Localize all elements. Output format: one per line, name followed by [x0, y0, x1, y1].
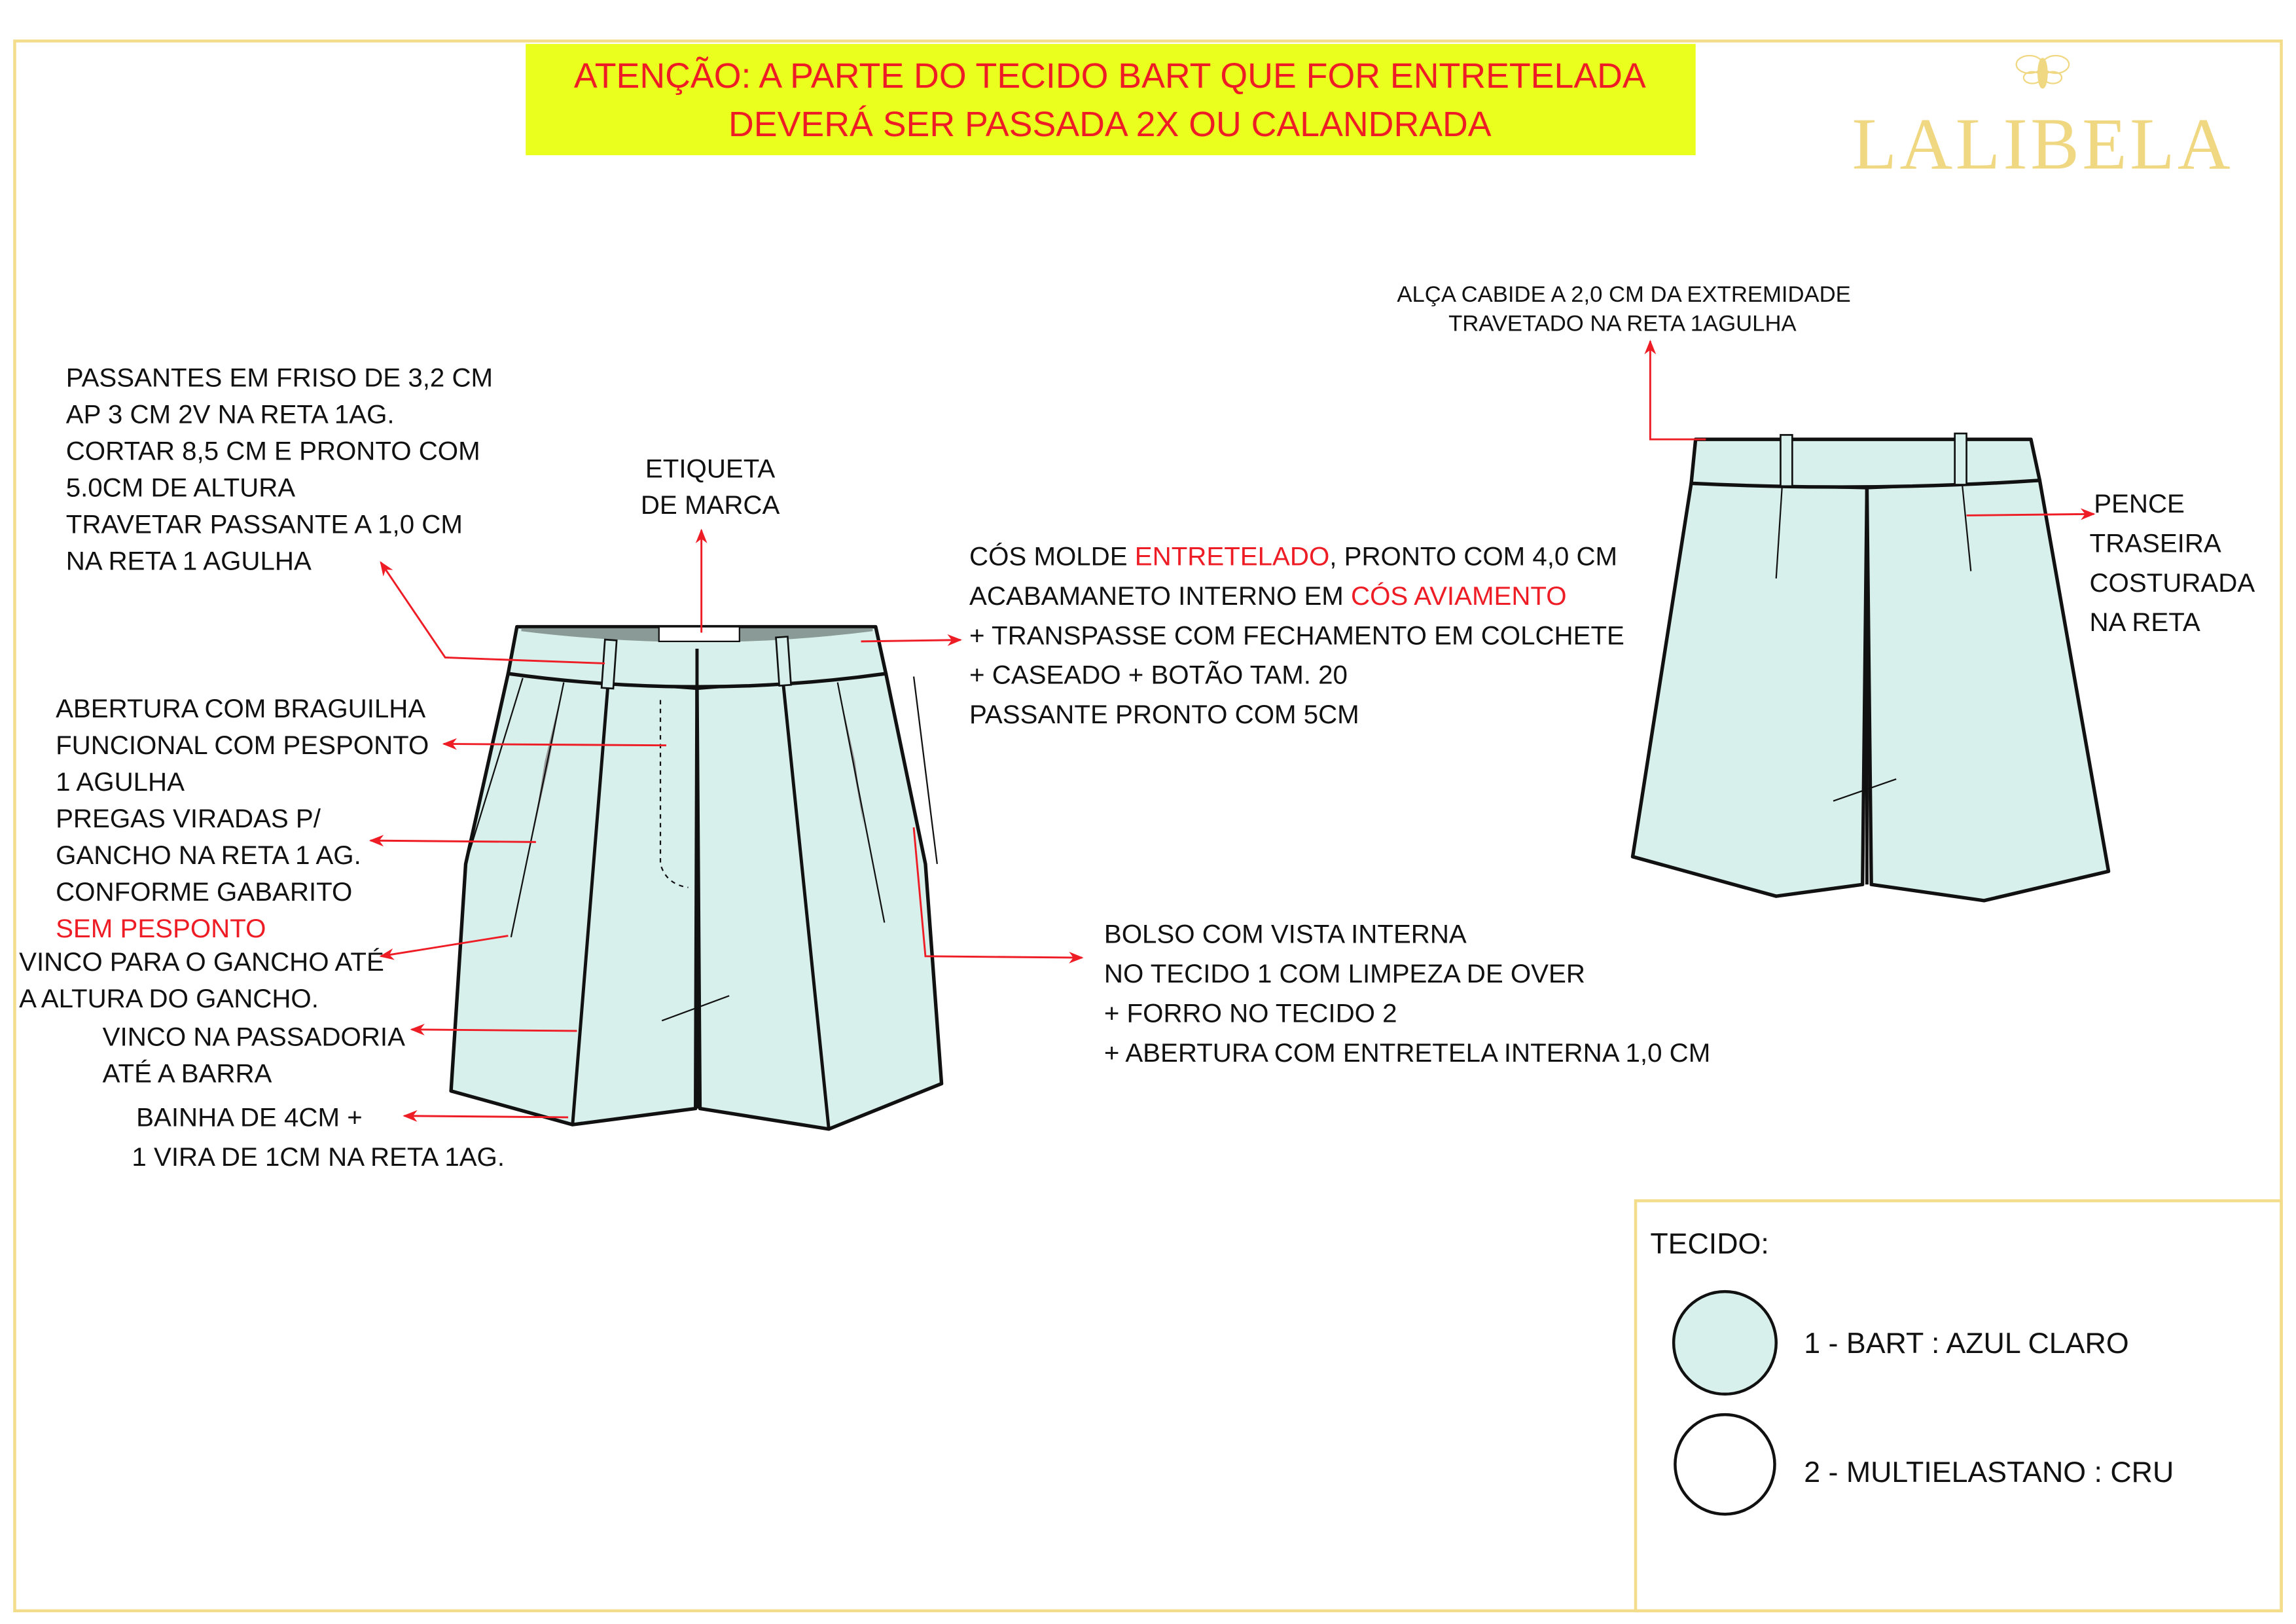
svg-text:+ CASEADO + BOTÃO TAM. 20: + CASEADO + BOTÃO TAM. 20: [969, 660, 1348, 690]
warning-line-1: ATENÇÃO: A PARTE DO TECIDO BART QUE FOR …: [574, 56, 1646, 96]
svg-text:SEM PESPONTO: SEM PESPONTO: [56, 914, 266, 943]
svg-text:1 AGULHA: 1 AGULHA: [56, 767, 185, 797]
svg-text:+ ABERTURA COM ENTRETELA IN: + ABERTURA COM ENTRETELA INTERNA 1,0 CM: [1104, 1038, 1710, 1068]
svg-text:TRAVETAR PASSANTE A 1,0 CM: TRAVETAR PASSANTE A 1,0 CM: [66, 509, 463, 539]
note-abertura: ABERTURA COM BRAGUILHA FUNCIONAL COM PES…: [56, 694, 429, 943]
svg-text:TRAVETADO NA RETA 1AGULHA: TRAVETADO NA RETA 1AGULHA: [1448, 312, 1797, 336]
svg-text:ATÉ A BARRA: ATÉ A BARRA: [103, 1058, 272, 1088]
svg-text:NO TECIDO 1 COM LIMPEZA DE OVE: NO TECIDO 1 COM LIMPEZA DE OVER: [1104, 959, 1585, 988]
svg-text:+ TRANSPASSE COM FECHAMENTO EM: + TRANSPASSE COM FECHAMENTO EM COLCHETE: [969, 621, 1624, 650]
svg-text:VINCO NA PASSADORIA: VINCO NA PASSADORIA: [103, 1022, 405, 1051]
note-pence: PENCE TRASEIRA COSTURADA NA RETA: [2089, 489, 2255, 637]
svg-text:NA RETA 1 AGULHA: NA RETA 1 AGULHA: [66, 546, 312, 575]
fabric-legend: TECIDO: 1 - BART : AZUL CLARO 2 - MULTIE…: [1634, 1199, 2283, 1613]
svg-text:ABERTURA COM BRAGUILHA: ABERTURA COM BRAGUILHA: [56, 694, 425, 723]
back-shorts-drawing: [1630, 432, 2111, 903]
svg-text:PREGAS VIRADAS P/: PREGAS VIRADAS P/: [56, 804, 321, 833]
brand-logo: LALIBELA: [1852, 54, 2233, 185]
svg-text:CONFORME GABARITO: CONFORME GABARITO: [56, 877, 352, 907]
legend-item-2: 2 - MULTIELASTANO : CRU: [1804, 1456, 2174, 1489]
svg-text:AP 3 CM 2V NA RETA 1AG.: AP 3 CM 2V NA RETA 1AG.: [66, 400, 395, 429]
svg-text:BOLSO COM VISTA INTERNA: BOLSO COM VISTA INTERNA: [1104, 920, 1467, 949]
note-cos: CÓS MOLDE ENTRETELADO, PRONTO COM 4,0 CM…: [969, 542, 1624, 730]
svg-text:A ALTURA DO GANCHO.: A ALTURA DO GANCHO.: [19, 984, 319, 1013]
svg-text:ACABAMANETO INTERNO EM CÓS AVI: ACABAMANETO INTERNO EM CÓS AVIAMENTO: [969, 581, 1567, 611]
svg-text:PASSANTES EM FRISO DE 3,2 CM: PASSANTES EM FRISO DE 3,2 CM: [66, 363, 493, 393]
svg-text:PENCE: PENCE: [2094, 489, 2185, 518]
svg-text:CÓS MOLDE ENTRETELADO, PRONTO: CÓS MOLDE ENTRETELADO, PRONTO COM 4,0 CM: [969, 542, 1617, 571]
svg-text:VINCO PARA O GANCHO ATÉ: VINCO PARA O GANCHO ATÉ: [19, 947, 384, 977]
front-shorts-drawing: [449, 624, 944, 1131]
svg-text:PASSANTE PRONTO COM 5CM: PASSANTE PRONTO COM 5CM: [969, 700, 1359, 729]
svg-text:5.0CM DE ALTURA: 5.0CM DE ALTURA: [66, 473, 296, 502]
svg-text:COSTURADA: COSTURADA: [2089, 568, 2255, 598]
svg-text:FUNCIONAL COM PESPONTO: FUNCIONAL COM PESPONTO: [56, 731, 429, 760]
svg-text:DE MARCA: DE MARCA: [641, 490, 780, 520]
svg-text:ALÇA CABIDE A 2,0 CM DA EXTREM: ALÇA CABIDE A 2,0 CM DA EXTREMIDADE: [1397, 282, 1850, 307]
bee-icon: [2015, 54, 2070, 89]
svg-text:1 VIRA DE 1CM NA RETA 1AG.: 1 VIRA DE 1CM NA RETA 1AG.: [132, 1142, 505, 1172]
page-frame: [13, 39, 2283, 1613]
annotation-arrows: [368, 340, 2096, 1122]
swatch-bart: [1672, 1290, 1778, 1396]
svg-text:+ FORRO NO TECIDO 2: + FORRO NO TECIDO 2: [1104, 999, 1397, 1028]
brand-name: LALIBELA: [1852, 103, 2233, 185]
note-vinco-gancho: VINCO PARA O GANCHO ATÉ A ALTURA DO GANC…: [19, 947, 384, 1013]
legend-title: TECIDO:: [1650, 1227, 1768, 1260]
svg-text:BAINHA DE 4CM +: BAINHA DE 4CM +: [136, 1102, 363, 1132]
svg-text:GANCHO NA RETA 1 AG.: GANCHO NA RETA 1 AG.: [56, 840, 361, 870]
svg-text:TRASEIRA: TRASEIRA: [2089, 528, 2221, 558]
note-passantes: PASSANTES EM FRISO DE 3,2 CM AP 3 CM 2V …: [66, 363, 493, 576]
svg-text:ETIQUETA: ETIQUETA: [645, 454, 775, 483]
note-bainha: BAINHA DE 4CM + 1 VIRA DE 1CM NA RETA 1A…: [132, 1102, 505, 1171]
legend-item-1: 1 - BART : AZUL CLARO: [1804, 1327, 2128, 1360]
note-vinco-passadoria: VINCO NA PASSADORIA ATÉ A BARRA: [103, 1022, 405, 1088]
svg-text:NA RETA: NA RETA: [2089, 607, 2200, 637]
belt-loop: [1954, 432, 1967, 486]
warning-banner: ATENÇÃO: A PARTE DO TECIDO BART QUE FOR …: [526, 44, 1696, 156]
belt-loop: [1780, 434, 1793, 488]
note-bolso: BOLSO COM VISTA INTERNA NO TECIDO 1 COM …: [1104, 920, 1710, 1068]
svg-text:CORTAR 8,5 CM E PRONTO COM: CORTAR 8,5 CM E PRONTO COM: [66, 436, 480, 465]
warning-line-2: DEVERÁ SER PASSADA 2X OU CALANDRADA: [728, 105, 1492, 144]
note-alca: ALÇA CABIDE A 2,0 CM DA EXTREMIDADE TRAV…: [1397, 282, 1850, 336]
belt-loop: [775, 636, 792, 687]
swatch-multielastano: [1674, 1413, 1776, 1516]
note-etiqueta: ETIQUETA DE MARCA: [641, 454, 780, 520]
